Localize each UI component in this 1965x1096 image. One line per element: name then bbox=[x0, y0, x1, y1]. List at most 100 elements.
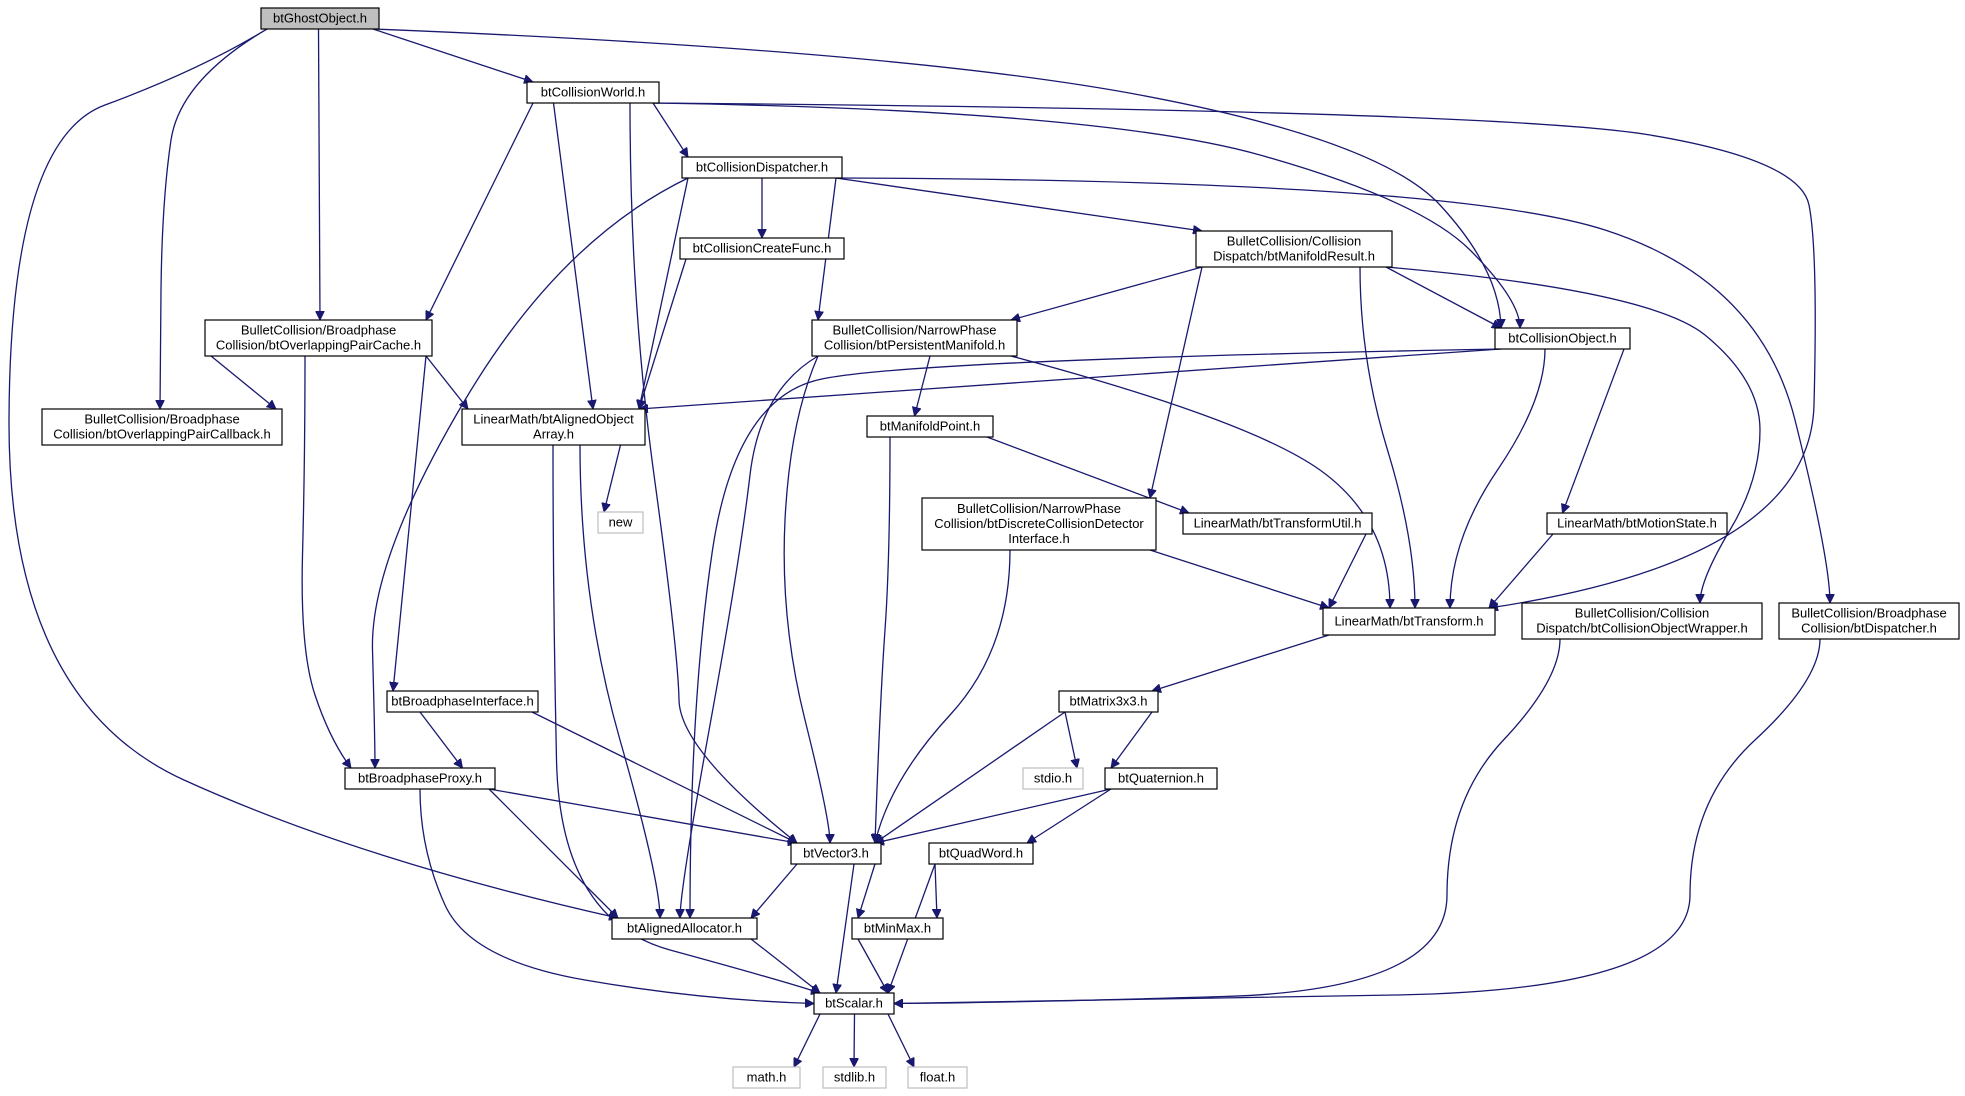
node-label-btAlignedAllocator-0: btAlignedAllocator.h bbox=[627, 921, 742, 936]
edge-btCollisionObject-to-btMotionState bbox=[1563, 348, 1625, 513]
node-btMinMax[interactable]: btMinMax.h bbox=[851, 917, 944, 940]
node-box-btCollisionWorld bbox=[526, 81, 660, 104]
node-box-btVector3 bbox=[790, 842, 882, 865]
edge-btMotionState-to-btTransform bbox=[1489, 533, 1554, 608]
node-label-btPersistentManifold-0: BulletCollision/NarrowPhase bbox=[832, 323, 996, 338]
edge-btManifoldResult-to-btPersistentManifold bbox=[1011, 266, 1203, 320]
node-label-btCollisionDispatcher-0: btCollisionDispatcher.h bbox=[696, 160, 828, 175]
node-label-btCollisionObjectWrapper-0: BulletCollision/Collision bbox=[1575, 606, 1709, 621]
node-label-btDiscreteCollisionDetectorInterface-2: Interface.h bbox=[1008, 531, 1069, 546]
node-btManifoldResult[interactable]: BulletCollision/CollisionDispatch/btMani… bbox=[1195, 230, 1393, 268]
edge-btMatrix3x3-to-btQuaternion bbox=[1111, 711, 1153, 768]
edge-btVector3-to-btAlignedAllocator bbox=[751, 863, 798, 918]
node-label-btCollisionWorld-0: btCollisionWorld.h bbox=[541, 85, 646, 100]
node-label-btTransform-0: LinearMath/btTransform.h bbox=[1334, 614, 1483, 629]
edge-btManifoldResult-to-btCollisionObjectWrapper bbox=[1385, 266, 1761, 603]
node-label-btDispatcher-0: BulletCollision/Broadphase bbox=[1791, 606, 1946, 621]
node-math[interactable]: math.h bbox=[732, 1066, 801, 1089]
node-label-btMinMax-0: btMinMax.h bbox=[864, 921, 931, 936]
edge-btOverlappingPairCache-to-btBroadphaseInterface bbox=[393, 355, 427, 691]
edge-btCollisionObjectWrapper-to-btScalar bbox=[894, 638, 1561, 1004]
edge-btDiscreteCollisionDetectorInterface-to-btTransform bbox=[1149, 549, 1329, 608]
node-box-new bbox=[597, 511, 644, 534]
edge-btMinMax-to-btScalar bbox=[857, 938, 889, 993]
node-box-stdlib bbox=[822, 1066, 887, 1089]
node-btMotionState[interactable]: LinearMath/btMotionState.h bbox=[1546, 512, 1728, 535]
node-btOverlappingPairCache[interactable]: BulletCollision/BroadphaseCollision/btOv… bbox=[204, 319, 433, 357]
node-label-stdio-0: stdio.h bbox=[1034, 771, 1072, 786]
node-btCollisionWorld[interactable]: btCollisionWorld.h bbox=[526, 81, 660, 104]
node-btGhostObject[interactable]: btGhostObject.h bbox=[260, 7, 380, 30]
edge-btAlignedAllocator-to-btScalar bbox=[750, 938, 820, 993]
node-label-btVector3-0: btVector3.h bbox=[803, 846, 869, 861]
node-stdio[interactable]: stdio.h bbox=[1022, 767, 1084, 790]
node-label-btDiscreteCollisionDetectorInterface-0: BulletCollision/NarrowPhase bbox=[957, 501, 1121, 516]
edge-btBroadphaseInterface-to-btVector3 bbox=[531, 711, 797, 844]
node-btManifoldPoint[interactable]: btManifoldPoint.h bbox=[866, 415, 994, 438]
node-btVector3[interactable]: btVector3.h bbox=[790, 842, 882, 865]
node-btCollisionObject[interactable]: btCollisionObject.h bbox=[1494, 327, 1631, 350]
node-btCollisionCreateFunc[interactable]: btCollisionCreateFunc.h bbox=[679, 237, 845, 260]
edge-btAlignedObjectArray-to-new bbox=[604, 444, 622, 512]
edge-btPersistentManifold-to-btAlignedAllocator bbox=[680, 355, 819, 918]
node-btQuadWord[interactable]: btQuadWord.h bbox=[928, 842, 1034, 865]
edge-btOverlappingPairCache-to-btAlignedObjectArray bbox=[425, 355, 468, 409]
edge-btCollisionObject-to-btTransform bbox=[1450, 348, 1546, 608]
node-label-math-0: math.h bbox=[747, 1070, 787, 1085]
node-btTransform[interactable]: LinearMath/btTransform.h bbox=[1322, 607, 1496, 636]
node-box-btDiscreteCollisionDetectorInterface bbox=[921, 497, 1157, 551]
node-box-btDispatcher bbox=[1778, 602, 1960, 640]
node-label-btMatrix3x3-0: btMatrix3x3.h bbox=[1069, 694, 1147, 709]
edge-btPersistentManifold-to-btVector3 bbox=[783, 355, 830, 843]
node-label-btManifoldResult-1: Dispatch/btManifoldResult.h bbox=[1213, 249, 1375, 264]
edge-btCollisionDispatcher-to-btBroadphaseProxy bbox=[372, 177, 689, 768]
node-label-btAlignedObjectArray-1: Array.h bbox=[533, 427, 574, 442]
edge-btQuaternion-to-btQuadWord bbox=[1027, 788, 1112, 844]
edge-btQuaternion-to-btVector3 bbox=[875, 788, 1112, 843]
node-box-btTransform bbox=[1322, 607, 1496, 636]
edge-btBroadphaseProxy-to-btAlignedAllocator bbox=[488, 788, 618, 918]
node-box-btAlignedObjectArray bbox=[461, 408, 646, 446]
node-btMatrix3x3[interactable]: btMatrix3x3.h bbox=[1058, 690, 1159, 713]
node-btTransformUtil[interactable]: LinearMath/btTransformUtil.h bbox=[1182, 512, 1373, 535]
node-btDiscreteCollisionDetectorInterface[interactable]: BulletCollision/NarrowPhaseCollision/btD… bbox=[921, 497, 1157, 551]
edge-btPersistentManifold-to-btManifoldPoint bbox=[915, 355, 931, 416]
node-box-btGhostObject bbox=[260, 7, 380, 30]
node-btAlignedAllocator[interactable]: btAlignedAllocator.h bbox=[611, 917, 758, 940]
node-label-btOverlappingPairCache-1: Collision/btOverlappingPairCache.h bbox=[216, 338, 421, 353]
node-btBroadphaseInterface[interactable]: btBroadphaseInterface.h bbox=[386, 690, 539, 713]
node-btOverlappingPairCallback[interactable]: BulletCollision/BroadphaseCollision/btOv… bbox=[41, 408, 283, 446]
edge-btCollisionDispatcher-to-btManifoldResult bbox=[835, 177, 1202, 231]
node-box-btAlignedAllocator bbox=[611, 917, 758, 940]
node-btBroadphaseProxy[interactable]: btBroadphaseProxy.h bbox=[344, 767, 496, 790]
edge-btCollisionWorld-to-btTransform bbox=[652, 102, 1816, 608]
node-box-btCollisionCreateFunc bbox=[679, 237, 845, 260]
node-label-btDispatcher-1: Collision/btDispatcher.h bbox=[1801, 621, 1937, 636]
edge-btGhostObject-to-btOverlappingPairCallback bbox=[160, 28, 268, 409]
edge-btDispatcher-to-btScalar bbox=[894, 638, 1821, 1004]
node-label-btBroadphaseProxy-0: btBroadphaseProxy.h bbox=[358, 771, 482, 786]
node-btQuaternion[interactable]: btQuaternion.h bbox=[1104, 767, 1218, 790]
node-btCollisionDispatcher[interactable]: btCollisionDispatcher.h bbox=[681, 156, 843, 179]
edge-btTransformUtil-to-btTransform bbox=[1328, 533, 1367, 608]
edge-btAlignedObjectArray-to-btScalar bbox=[552, 444, 820, 993]
node-stdlib[interactable]: stdlib.h bbox=[822, 1066, 887, 1089]
node-box-float bbox=[907, 1066, 968, 1089]
node-box-btCollisionObjectWrapper bbox=[1521, 602, 1763, 640]
edge-btGhostObject-to-btOverlappingPairCache bbox=[319, 28, 321, 320]
node-btDispatcher[interactable]: BulletCollision/BroadphaseCollision/btDi… bbox=[1778, 602, 1960, 640]
edge-btOverlappingPairCache-to-btOverlappingPairCallback bbox=[210, 355, 276, 409]
node-label-btOverlappingPairCache-0: BulletCollision/Broadphase bbox=[241, 323, 396, 338]
node-label-btOverlappingPairCallback-0: BulletCollision/Broadphase bbox=[84, 412, 239, 427]
edge-btQuadWord-to-btMinMax bbox=[935, 863, 937, 918]
node-btPersistentManifold[interactable]: BulletCollision/NarrowPhaseCollision/btP… bbox=[811, 319, 1018, 357]
node-new[interactable]: new bbox=[597, 511, 644, 534]
edge-btBroadphaseProxy-to-btScalar bbox=[419, 788, 814, 1004]
node-btScalar[interactable]: btScalar.h bbox=[813, 992, 895, 1015]
node-label-float-0: float.h bbox=[920, 1070, 955, 1085]
edge-btCollisionWorld-to-btCollisionObject bbox=[652, 102, 1520, 328]
edge-btScalar-to-stdlib bbox=[854, 1013, 855, 1067]
node-btCollisionObjectWrapper[interactable]: BulletCollision/CollisionDispatch/btColl… bbox=[1521, 602, 1763, 640]
node-float[interactable]: float.h bbox=[907, 1066, 968, 1089]
